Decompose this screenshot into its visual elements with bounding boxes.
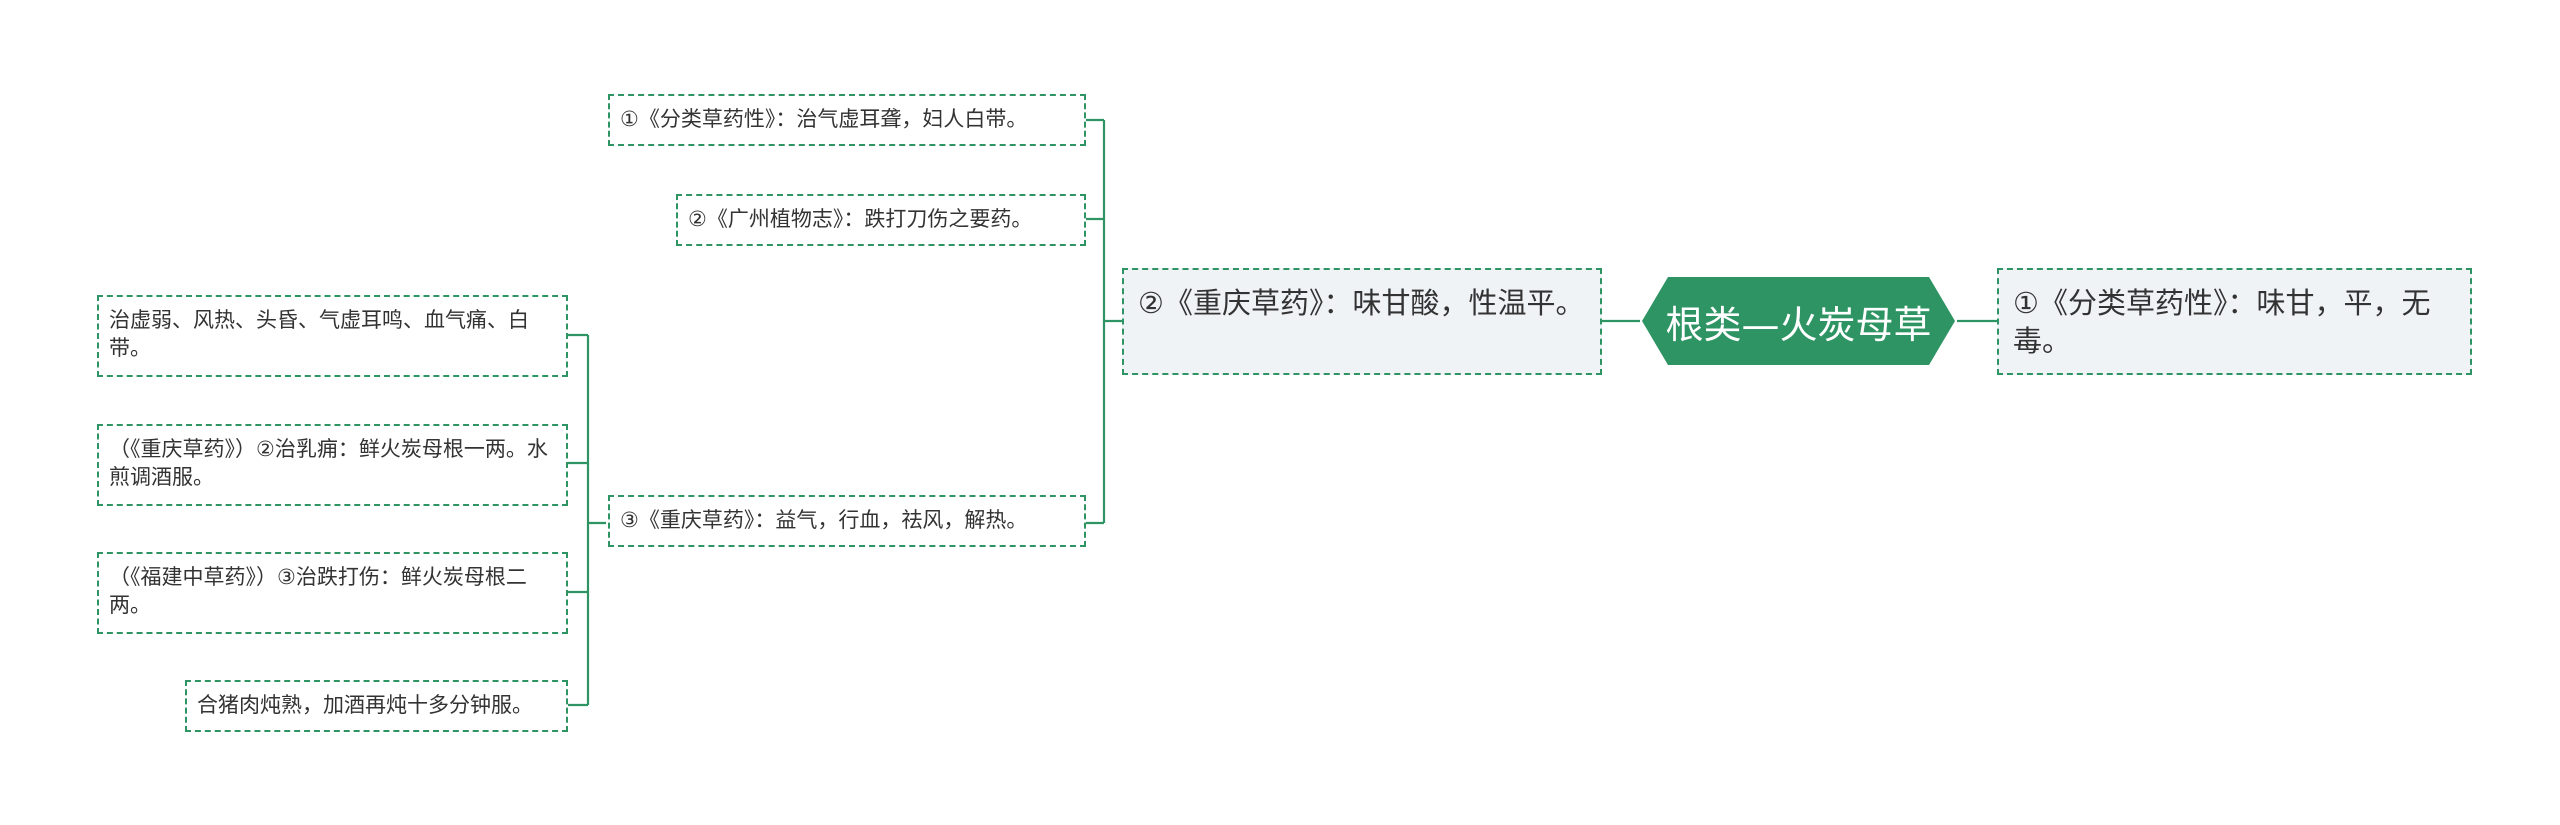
node-left-1-3-4[interactable]: 合猪肉炖熟，加酒再炖十多分钟服。 [185, 680, 568, 732]
link-l1-children [1086, 118, 1122, 525]
node-label: （《重庆草药》）②治乳痈：鲜火炭母根一两。水煎调酒服。 [109, 437, 548, 489]
node-left-1-3[interactable]: ③《重庆草药》：益气，行血，祛风，解热。 [608, 495, 1086, 547]
node-label: ②《广州植物志》：跌打刀伤之要药。 [688, 207, 1033, 231]
node-label: ②《重庆草药》：味甘酸，性温平。 [1138, 286, 1585, 320]
link-l2-children [568, 333, 606, 707]
node-label: ①《分类草药性》：治气虚耳聋，妇人白带。 [620, 107, 1028, 131]
node-label: 治虚弱、风热、头昏、气虚耳鸣、血气痛、白带。 [109, 308, 529, 360]
node-left-1[interactable]: ②《重庆草药》：味甘酸，性温平。 [1122, 268, 1602, 375]
node-left-1-3-3[interactable]: （《福建中草药》）③治跌打伤：鲜火炭母根二两。 [97, 552, 568, 634]
root-node[interactable]: 根类—火炭母草 [1640, 275, 1957, 367]
node-left-1-1[interactable]: ①《分类草药性》：治气虚耳聋，妇人白带。 [608, 94, 1086, 146]
node-left-1-3-2[interactable]: （《重庆草药》）②治乳痈：鲜火炭母根一两。水煎调酒服。 [97, 424, 568, 506]
node-label: （《福建中草药》）③治跌打伤：鲜火炭母根二两。 [109, 565, 527, 617]
root-label: 根类—火炭母草 [1665, 302, 1932, 347]
node-label: ①《分类草药性》：味甘，平，无毒。 [2013, 286, 2431, 359]
node-left-1-3-1[interactable]: 治虚弱、风热、头昏、气虚耳鸣、血气痛、白带。 [97, 295, 568, 377]
node-left-1-2[interactable]: ②《广州植物志》：跌打刀伤之要药。 [676, 194, 1086, 246]
node-label: ③《重庆草药》：益气，行血，祛风，解热。 [620, 508, 1028, 532]
node-right-1[interactable]: ①《分类草药性》：味甘，平，无毒。 [1997, 268, 2472, 375]
node-label: 合猪肉炖熟，加酒再炖十多分钟服。 [197, 693, 533, 717]
root-hexagon-shape [1642, 277, 1955, 365]
